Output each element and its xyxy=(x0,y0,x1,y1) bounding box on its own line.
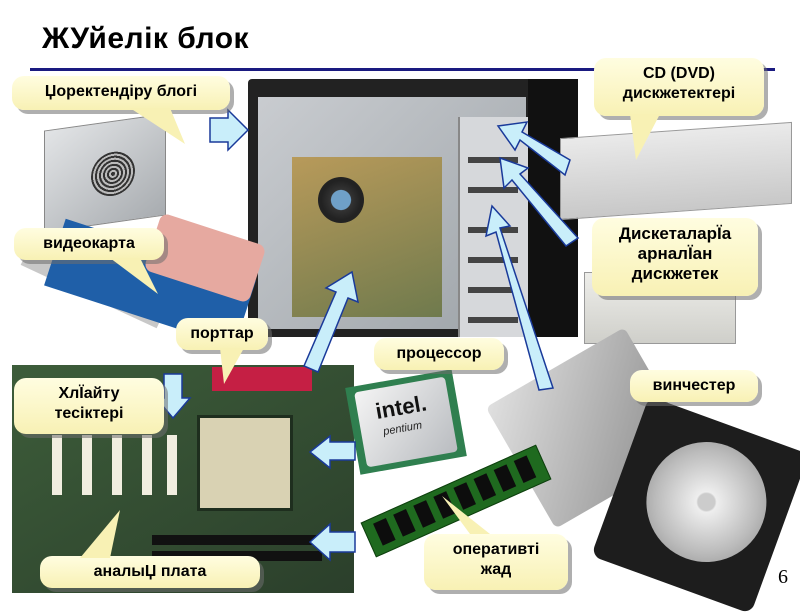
hdd-platter xyxy=(629,425,784,579)
drive-bay-slot xyxy=(468,287,518,293)
callout-motherboard: аналыЏ плата xyxy=(40,556,260,588)
callout-tail xyxy=(442,496,490,534)
cpu-socket xyxy=(197,415,293,511)
arrow-psu-to-case xyxy=(209,108,250,152)
ram-chip xyxy=(413,500,436,528)
dvd-drive-image xyxy=(560,121,792,221)
callout-processor-text: процессор xyxy=(396,345,482,362)
callout-expansion-line2: тесіктері xyxy=(54,405,124,422)
callout-floppy-line1: ДискеталарЇа xyxy=(618,224,732,243)
callout-videocard-text: видеокарта xyxy=(43,235,135,252)
processor-image: intel. pentium xyxy=(345,369,467,475)
callout-floppy-line2: арналЇан xyxy=(637,244,713,263)
callout-ram-line2: жад xyxy=(480,561,512,578)
case-motherboard xyxy=(292,157,442,317)
callout-cd-dvd: CD (DVD) дискжетектері xyxy=(594,58,764,116)
callout-power-supply-text: Џоректендіру блогі xyxy=(44,83,198,100)
case-interior xyxy=(258,97,530,337)
callout-processor: процессор xyxy=(374,338,504,370)
drive-bays xyxy=(458,117,530,337)
callout-power-supply: Џоректендіру блогі xyxy=(12,76,230,110)
expansion-slot xyxy=(52,435,62,495)
page-number: 6 xyxy=(778,566,788,588)
callout-floppy: ДискеталарЇа арналЇан дискжетек xyxy=(592,218,758,296)
callout-expansion-slots: ХлЇайту тесіктері xyxy=(14,378,164,434)
ram-chip xyxy=(373,518,396,546)
ram-slot xyxy=(152,535,322,545)
callout-cd-dvd-line1: CD (DVD) xyxy=(643,65,715,82)
callout-hdd-text: винчестер xyxy=(652,377,736,394)
callout-tail xyxy=(110,258,158,294)
callout-tail xyxy=(630,114,660,160)
computer-case-image xyxy=(248,79,578,337)
callout-ram: оперативті жад xyxy=(424,534,568,590)
callout-cd-dvd-line2: дискжетектері xyxy=(622,85,736,102)
callout-videocard: видеокарта xyxy=(14,228,164,260)
callout-floppy-line3: дискжетек xyxy=(631,264,719,283)
expansion-slot xyxy=(142,435,152,495)
ram-chip xyxy=(513,455,537,483)
expansion-slot xyxy=(112,435,122,495)
cpu-fan xyxy=(318,177,364,223)
callout-tail xyxy=(130,108,185,144)
callout-expansion-line1: ХлЇайту xyxy=(58,385,120,402)
callout-ram-line1: оперативті xyxy=(452,541,540,558)
cpu-lid: intel. pentium xyxy=(354,376,458,468)
callout-tail xyxy=(80,510,120,558)
drive-bay-slot xyxy=(468,157,518,163)
psu-fan-grill xyxy=(91,148,135,199)
callout-ports: порттар xyxy=(176,318,268,350)
ram-chip xyxy=(393,509,416,537)
title-underline xyxy=(30,68,775,71)
slide-title: ЖУйелік блок xyxy=(42,22,250,55)
expansion-slot xyxy=(167,435,177,495)
drive-bay-slot xyxy=(468,227,518,233)
drive-bay-slot xyxy=(468,187,518,193)
expansion-slot xyxy=(82,435,92,495)
callout-hdd: винчестер xyxy=(630,370,758,402)
callout-tail xyxy=(220,348,244,384)
drive-bay-slot xyxy=(468,257,518,263)
ram-chip xyxy=(493,464,517,492)
drive-bay-slot xyxy=(468,317,518,323)
callout-motherboard-text: аналыЏ плата xyxy=(93,563,207,580)
callout-ports-text: порттар xyxy=(190,325,254,342)
